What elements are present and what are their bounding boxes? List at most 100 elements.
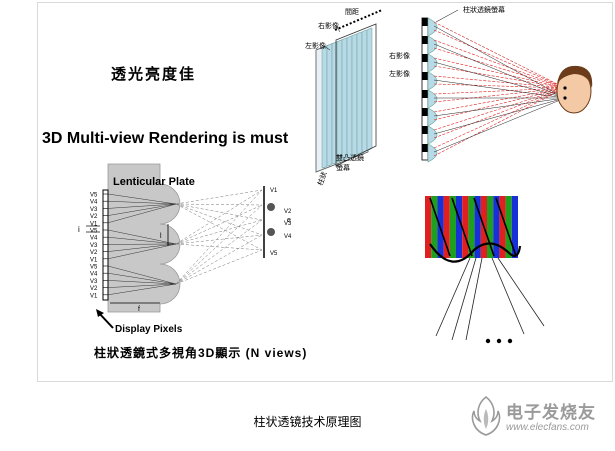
lens-strip [346,35,353,159]
pixel-block [422,54,428,62]
ray-line [175,203,263,236]
ray-line [433,83,566,89]
ray-line [433,97,566,153]
ray-line [107,283,177,288]
right-image-label: 右影像 [318,21,339,30]
ray-line [433,97,566,117]
ray-line [107,203,177,224]
pixel-label: V4 [90,272,98,278]
dim-e-label: e [287,217,291,224]
ray-line [175,234,263,285]
subpixel-stripe [431,196,438,258]
display-pixels-label: Display Pixels [115,324,183,335]
subpixel-stripe [449,196,456,258]
ray-line [175,219,263,245]
ellipsis-dot [485,338,491,344]
subpixel-stripe [487,196,494,258]
ray-line [107,283,177,296]
view-label: V4 [284,234,292,240]
pixel-block [422,90,428,98]
ray-line [107,243,177,260]
left-image-label: 左影像 [389,69,410,78]
ray-line [175,249,263,285]
screen-label: 柱狀透鏡螢幕 [463,5,505,14]
heading-zh: 透光亮度佳 [111,66,197,83]
diagonal-line [451,197,473,257]
view-label: V3 [284,221,292,227]
fan-ray [435,257,471,337]
ray-line [433,87,566,149]
ray-line [175,204,263,285]
ellipsis-dot [507,338,513,344]
ray-line [433,65,566,89]
ray-line [175,243,263,251]
subpixel-stripe [468,196,475,258]
ray-line [175,219,263,285]
lens-arc [427,89,438,109]
rgb-lens-diagram [425,196,545,344]
ray-line [433,87,566,157]
sheet-front-edge [335,23,377,167]
ray-line [175,189,263,285]
leader-line [435,9,459,23]
pixel-label: V3 [90,243,98,249]
cylinder-label: 柱狀 [315,170,328,186]
fan-ray [491,257,525,335]
ray-line [107,200,177,205]
diagonal-line [473,197,495,257]
pixel-label: V2 [90,250,98,256]
pixel-block [422,108,428,116]
watermark: 电子发烧友 www.elecfans.com [468,393,610,443]
pixel-block [422,126,428,134]
ray-line [433,39,566,89]
lens-strip [366,27,373,151]
ray-line [433,21,566,89]
pixel-block [422,18,428,26]
ray-line [107,203,177,209]
pixel-block [422,36,428,44]
ray-line [107,272,177,285]
right-image-label: 右影像 [389,51,410,60]
pixel-label: V1 [90,257,98,263]
view-label: V1 [270,188,278,194]
lenticular-sheet-3d: 右影像 左影像 間距 雙凸透鏡 螢幕 柱狀 [305,8,383,187]
hair-icon [557,65,593,88]
eye-icon [563,96,567,100]
dim-f-label: f [138,306,140,313]
eye-icon [563,86,567,90]
ray-line [175,203,263,221]
ray-line [175,189,263,245]
fan-ray [465,257,483,341]
pixel-label: V1 [90,221,98,227]
pixel-block [422,144,428,152]
pixel-label: V1 [90,293,98,299]
dim-l-label: l [160,233,162,240]
lens-arc [427,35,438,55]
subpixel-stripe [505,196,512,258]
pixel-label: V5 [90,229,98,235]
ray-line [433,43,566,99]
ray-line [433,87,566,139]
heading-en: 3D Multi-view Rendering is must [42,130,289,147]
lens-strip [356,31,363,155]
ray-line [107,265,177,285]
lens-arc [427,107,438,127]
diagonal-line [429,197,451,257]
leader-line [335,25,341,33]
elecfans-logo-icon [471,395,501,436]
fan-ray [497,257,545,327]
ray-line [433,25,566,99]
dim-i-label: i [78,225,80,234]
pitch-label: 間距 [345,8,359,16]
leader-line [323,45,331,51]
ray-line [433,57,566,89]
ray-line [175,204,263,245]
screen-label: 螢幕 [336,163,350,172]
ray-line [175,203,263,206]
watermark-url: www.elecfans.com [506,422,589,433]
pixel-label: V3 [90,279,98,285]
ray-line [175,189,263,205]
ray-line [175,234,263,245]
